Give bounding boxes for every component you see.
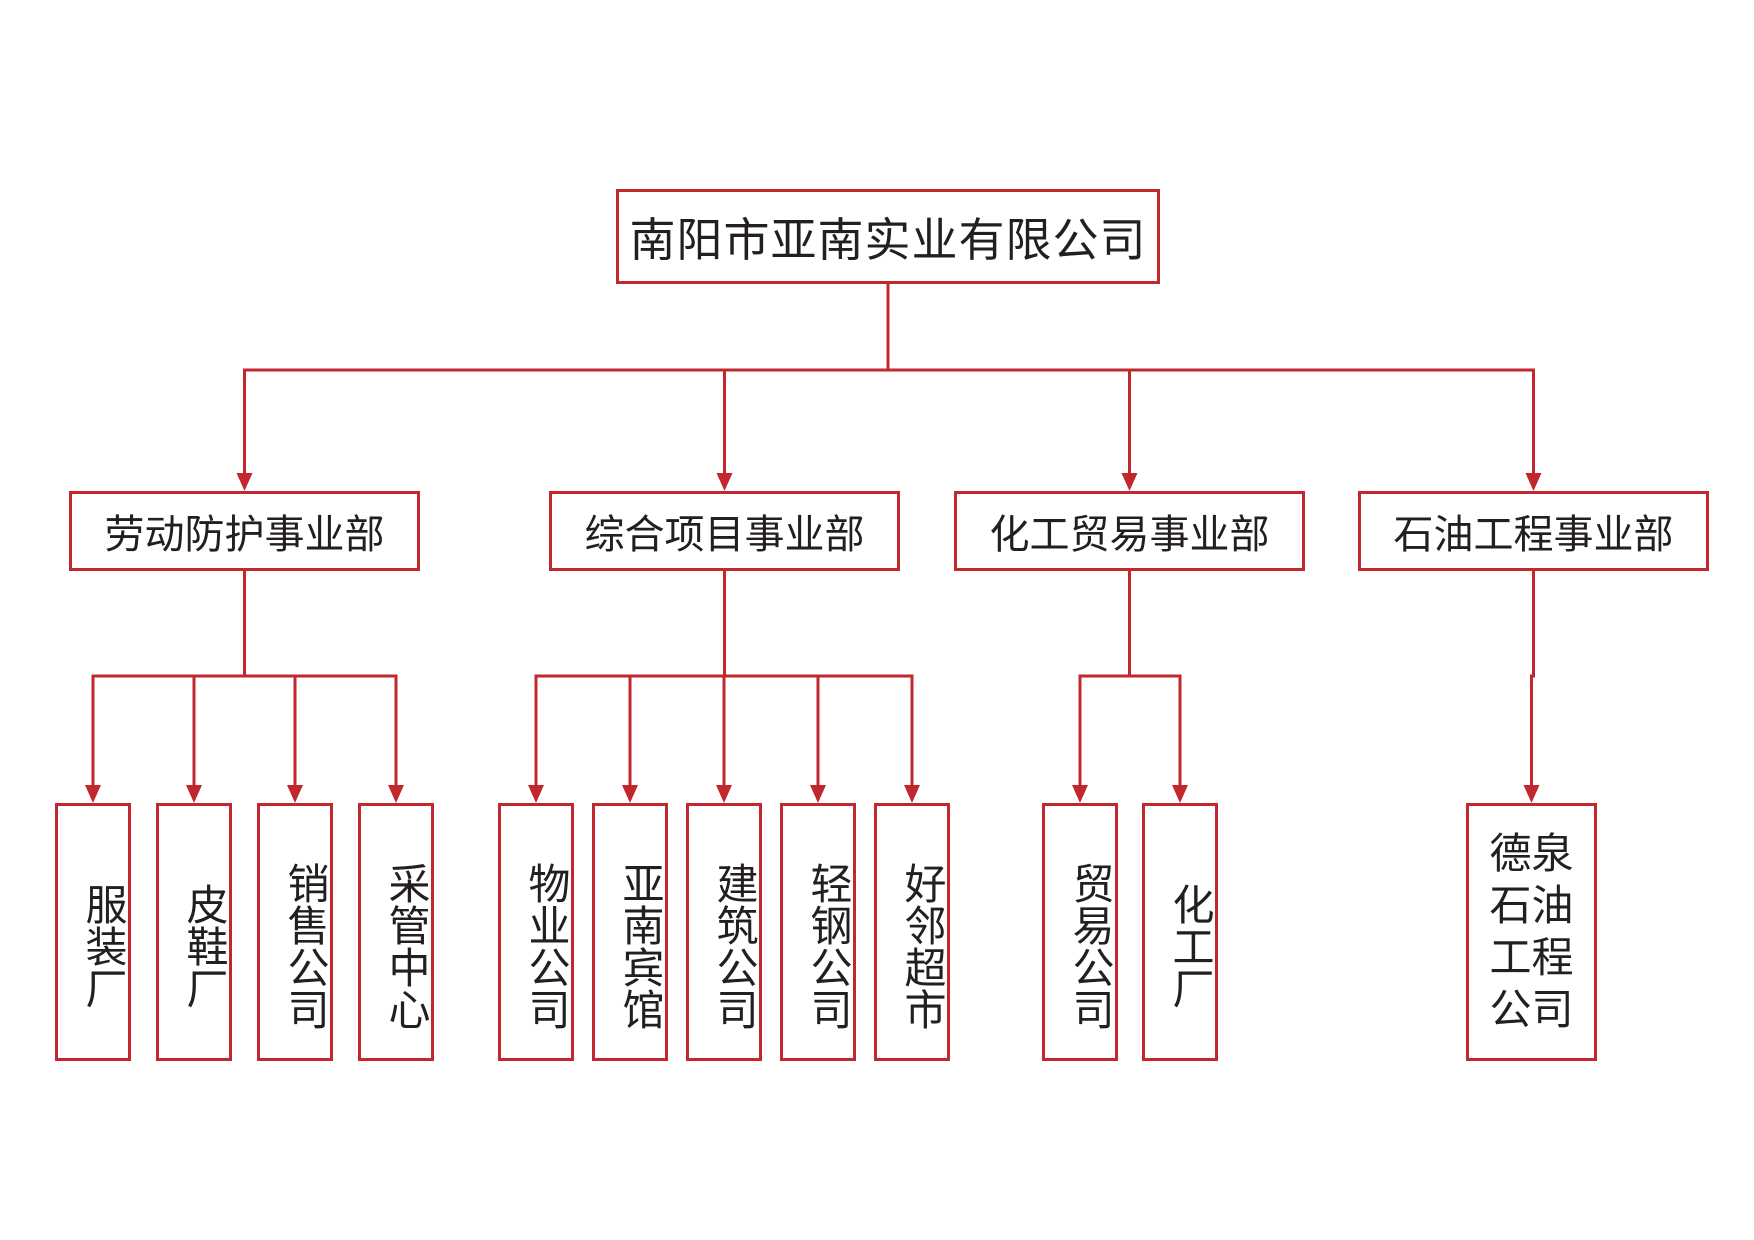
arrow-down-icon	[528, 785, 544, 803]
arrow-down-icon	[904, 785, 920, 803]
unit-label: 德泉 石油 工程 公司	[1489, 829, 1574, 1034]
dept-box-chemical-trade: 化工贸易事业部	[954, 491, 1305, 571]
connector-lines	[85, 282, 1542, 803]
unit-label: 物业公司	[522, 862, 571, 1030]
dept-box-labor-protection: 劳动防护事业部	[69, 491, 420, 571]
unit-box: 销售公司	[257, 803, 333, 1061]
unit-label: 贸易公司	[1066, 862, 1115, 1030]
unit-label: 建筑公司	[710, 862, 759, 1030]
unit-box: 亚南宾馆	[592, 803, 668, 1061]
unit-box: 化工厂	[1142, 803, 1218, 1061]
unit-label: 皮鞋厂	[180, 883, 229, 1009]
arrow-down-icon	[85, 785, 101, 803]
unit-label: 化工厂	[1166, 883, 1215, 1009]
arrow-down-icon	[388, 785, 404, 803]
unit-box: 皮鞋厂	[156, 803, 232, 1061]
arrow-down-icon	[1525, 473, 1542, 491]
arrow-down-icon	[287, 785, 303, 803]
unit-label: 亚南宾馆	[616, 862, 665, 1030]
arrow-down-icon	[622, 785, 638, 803]
unit-label: 采管中心	[382, 862, 431, 1030]
arrow-down-icon	[1523, 785, 1540, 803]
arrow-down-icon	[236, 473, 253, 491]
dept-label: 劳动防护事业部	[104, 512, 385, 558]
dept-label: 化工贸易事业部	[989, 512, 1270, 558]
root-company-label: 南阳市亚南实业有限公司	[629, 212, 1147, 267]
arrow-down-icon	[1072, 785, 1088, 803]
arrow-down-icon	[716, 473, 733, 491]
unit-box: 物业公司	[498, 803, 574, 1061]
unit-label: 好邻超市	[898, 862, 947, 1030]
arrow-down-icon	[1172, 785, 1188, 803]
arrow-down-icon	[1121, 473, 1138, 491]
unit-box: 服装厂	[55, 803, 131, 1061]
unit-label: 销售公司	[281, 862, 330, 1030]
dept-label: 石油工程事业部	[1393, 512, 1674, 558]
unit-box: 德泉 石油 工程 公司	[1466, 803, 1597, 1061]
unit-box: 采管中心	[358, 803, 434, 1061]
unit-box: 贸易公司	[1042, 803, 1118, 1061]
dept-box-integrated-projects: 综合项目事业部	[549, 491, 900, 571]
unit-box: 建筑公司	[686, 803, 762, 1061]
dept-label: 综合项目事业部	[584, 512, 865, 558]
unit-label: 服装厂	[79, 883, 128, 1009]
arrow-down-icon	[186, 785, 202, 803]
unit-box: 轻钢公司	[780, 803, 856, 1061]
unit-box: 好邻超市	[874, 803, 950, 1061]
unit-label: 轻钢公司	[804, 862, 853, 1030]
root-company-box: 南阳市亚南实业有限公司	[616, 189, 1160, 284]
arrow-down-icon	[716, 785, 732, 803]
arrow-down-icon	[810, 785, 826, 803]
dept-box-petroleum-engineering: 石油工程事业部	[1358, 491, 1709, 571]
